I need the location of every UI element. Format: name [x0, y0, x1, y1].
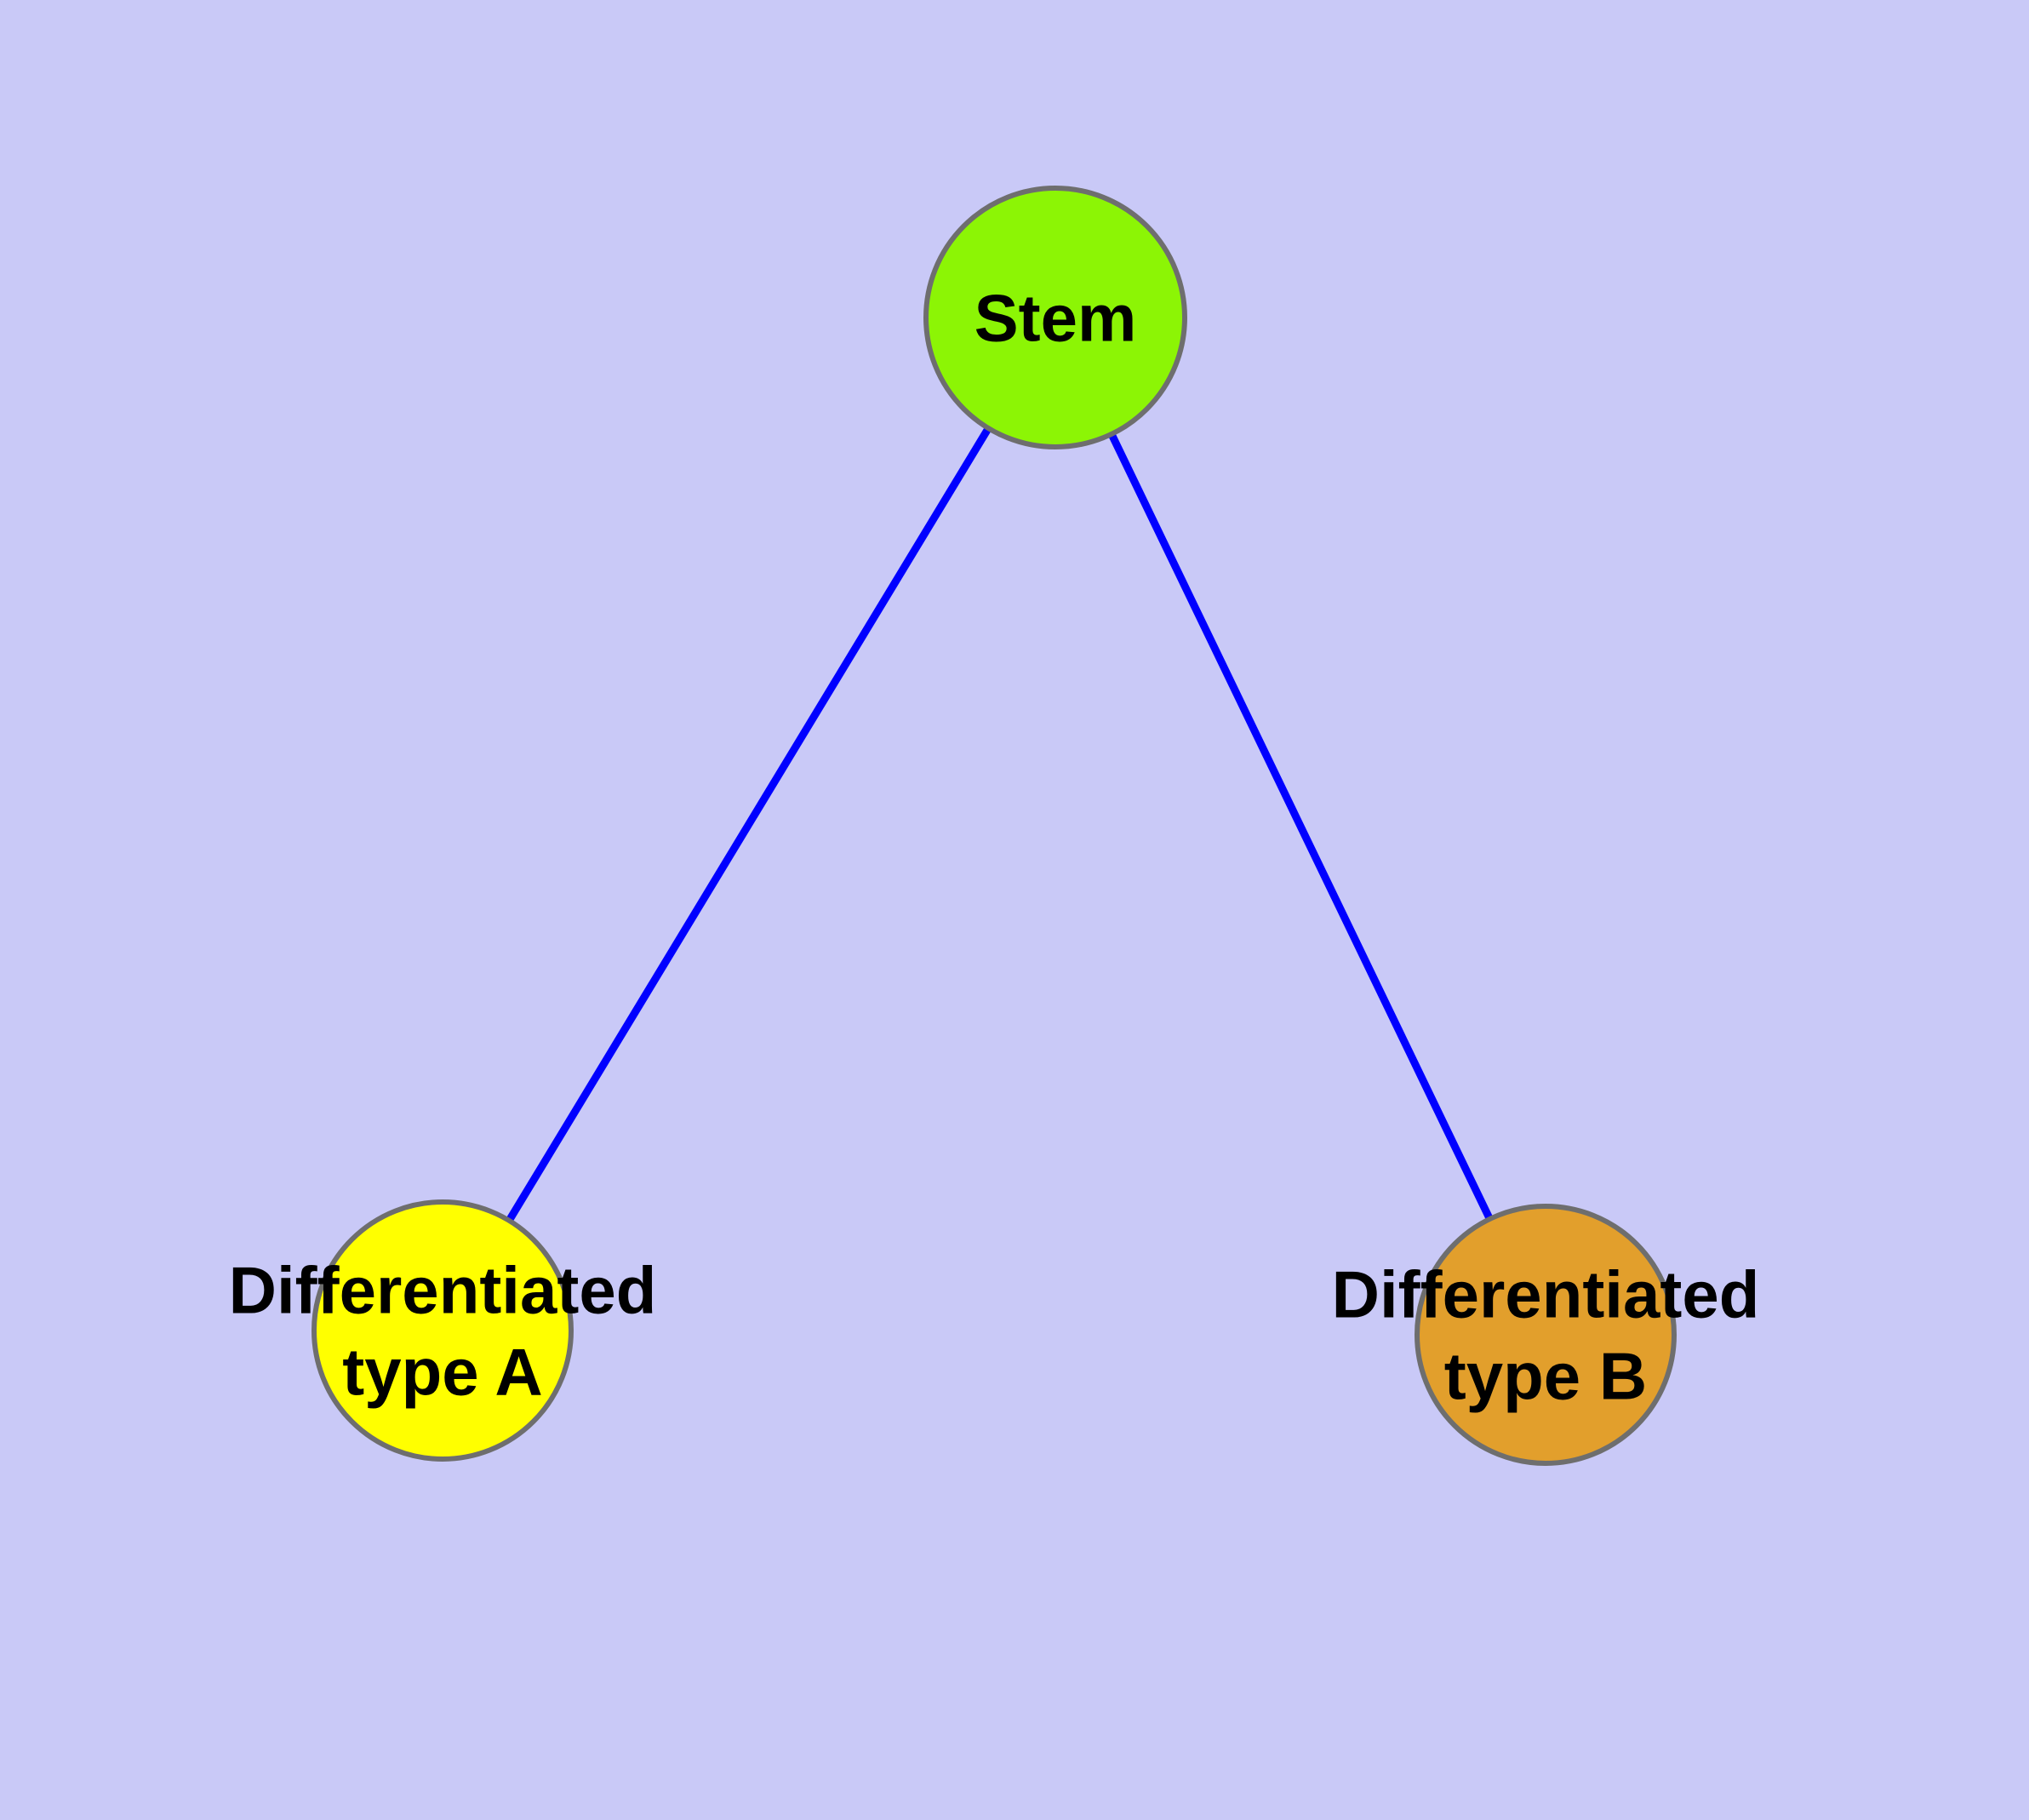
graph-node-diff_b[interactable] [1415, 1204, 1677, 1466]
node-label-line: Differentiated [1332, 1256, 1760, 1331]
node-circle-diff_b[interactable] [1415, 1204, 1677, 1466]
graph-node-stem[interactable] [923, 186, 1187, 449]
node-label-line: type B [1444, 1338, 1647, 1413]
node-label-line: type A [342, 1334, 543, 1409]
graph-edge [439, 315, 1059, 1333]
edges-layer [439, 315, 1550, 1336]
graph-edge [1051, 316, 1550, 1336]
node-circle-stem[interactable] [923, 186, 1187, 449]
node-label-line: Stem [974, 280, 1137, 355]
graph-node-diff_a[interactable] [311, 1199, 574, 1462]
node-label-stem: Stem [974, 280, 1137, 355]
node-circle-diff_a[interactable] [311, 1199, 574, 1462]
node-label-line: Differentiated [229, 1252, 657, 1327]
